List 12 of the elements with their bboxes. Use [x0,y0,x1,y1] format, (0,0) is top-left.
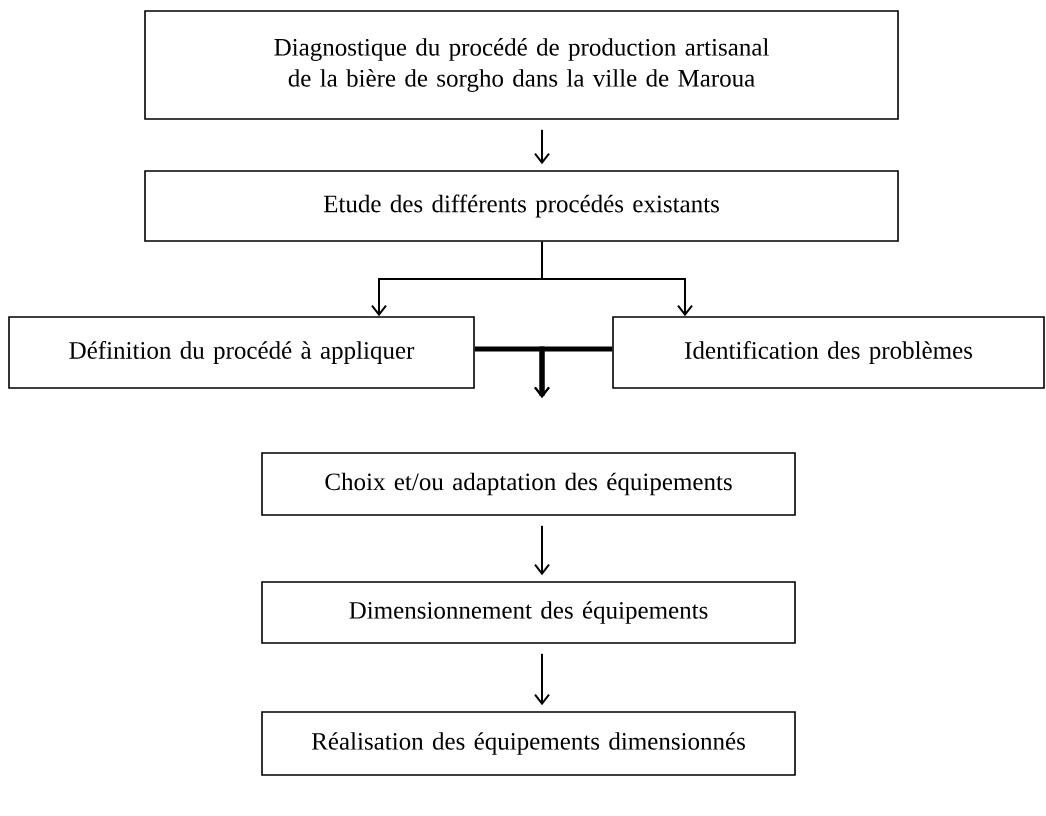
process-box: Définition du procédé à appliquer [8,316,475,389]
arrow [534,524,550,576]
arrow [534,128,550,165]
arrow [541,240,693,317]
process-box: Réalisation des équipements dimensionnés [261,711,796,776]
process-box: Etude des différents procédés existants [144,170,899,242]
process-box: Choix et/ou adaptation des équipements [261,452,796,516]
process-box: Diagnostique du procédé de production artisanal de la bière de sorgho dans la ville de Maroua [144,10,899,120]
arrow [534,346,613,398]
process-box: Dimensionnement des équipements [261,581,796,644]
arrow [534,652,550,706]
process-box: Identification des problèmes [612,316,1045,389]
